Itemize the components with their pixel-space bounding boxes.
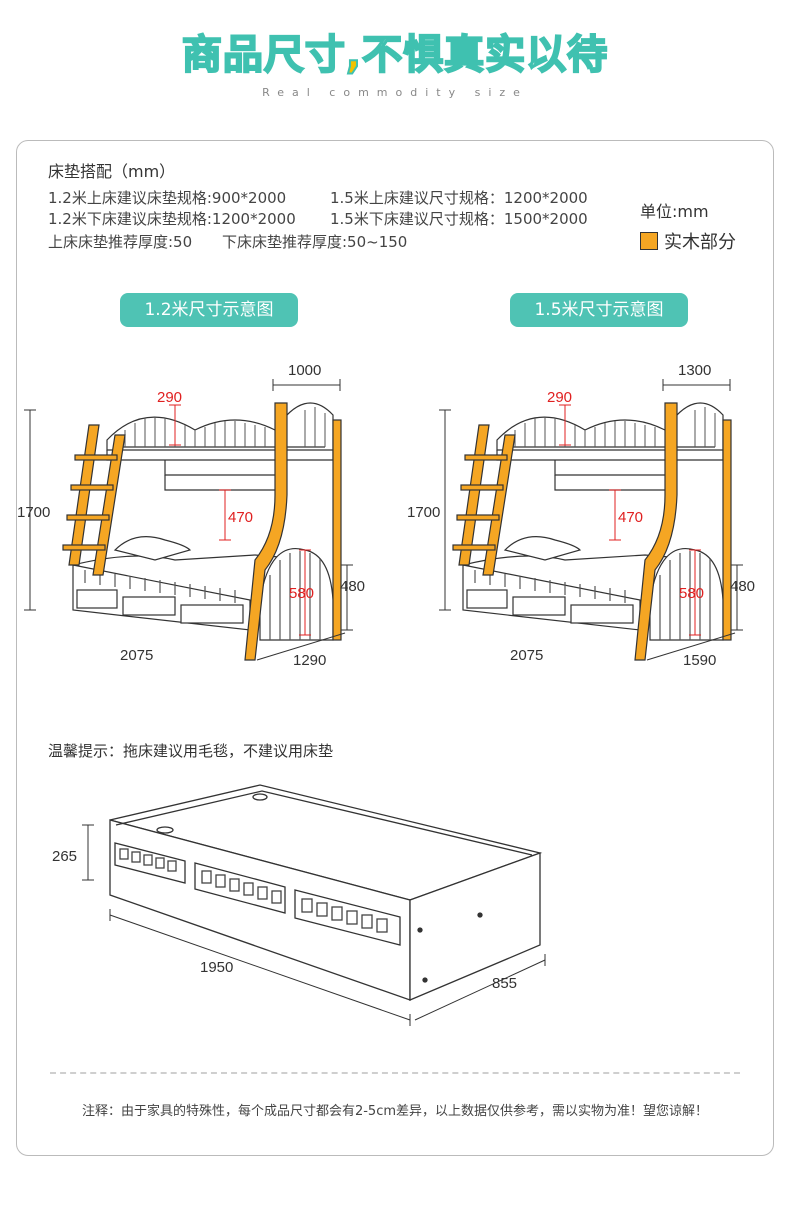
dim-width-top: 1300 [678,362,711,379]
dim-trundle-height: 265 [52,848,77,865]
trundle-drawing [109,784,543,1001]
title-part-1: 商品尺寸, [181,31,363,79]
dim-height: 1700 [17,504,50,521]
unit-label: 单位:mm [640,202,709,221]
spec-line: 1.5米上床建议尺寸规格：1200*2000 [330,189,588,207]
spec-line: 下床床垫推荐厚度:50~150 [222,233,408,251]
dim-lower-rail: 580 [289,585,314,602]
dim-rail: 290 [157,389,182,406]
dim-lower-rail: 580 [679,585,704,602]
dim-gap: 470 [228,509,253,526]
dim-length: 2075 [510,647,543,664]
dim-gap: 470 [618,509,643,526]
dimension-lines [439,379,743,661]
legend: 实木部分 [640,228,736,254]
spec-line: 1.5米下床建议尺寸规格：1500*2000 [330,210,588,228]
footnote: 注释：由于家具的特殊性，每个成品尺寸都会有2-5cm差异，以上数据仅供参考，需以… [81,1104,709,1119]
page-subtitle: Real commodity size [262,86,528,99]
dim-height: 1700 [407,504,440,521]
title-part-2: 不惧真实以待 [361,31,609,79]
bunk-bed-diagram-2: 1300 290 1700 470 580 480 2075 1590 [407,362,755,669]
page-title: 商品尺寸,不惧真实以待 [0,22,790,80]
diagram-1-title: 1.2米尺寸示意图 [120,293,298,327]
dim-trundle-length: 1950 [200,959,233,976]
diagram-2-title: 1.5米尺寸示意图 [510,293,688,327]
tip-text: 温馨提示：拖床建议用毛毯，不建议用床垫 [48,742,334,760]
legend-swatch [640,232,658,250]
dim-width-top: 1000 [288,362,321,379]
dim-footboard: 480 [340,578,365,595]
dimension-lines-red [559,404,701,636]
dimension-lines-red [169,404,311,636]
dimension-lines [82,824,546,1026]
dimension-lines [24,379,353,661]
trundle-diagram: 265 1950 855 [52,784,546,1026]
dim-length: 2075 [120,647,153,664]
spec-title: 床垫搭配（mm） [48,162,176,181]
dim-rail: 290 [547,389,572,406]
dim-width: 1590 [683,652,716,669]
spec-line: 1.2米上床建议床垫规格:900*2000 [48,189,287,207]
bunk-bed-drawing [462,402,724,641]
content-frame [16,140,774,1156]
dim-footboard: 480 [730,578,755,595]
spec-line: 1.2米下床建议床垫规格:1200*2000 [48,210,296,228]
divider [50,1072,740,1074]
solid-wood-parts [62,402,342,661]
dim-width: 1290 [293,652,326,669]
bunk-bed-diagram-1: 1000 290 1700 470 580 480 2075 1290 [17,362,365,669]
dim-trundle-width: 855 [492,975,517,992]
solid-wood-parts [452,402,732,661]
spec-line: 上床床垫推荐厚度:50 [48,233,193,251]
legend-label: 实木部分 [664,232,736,253]
